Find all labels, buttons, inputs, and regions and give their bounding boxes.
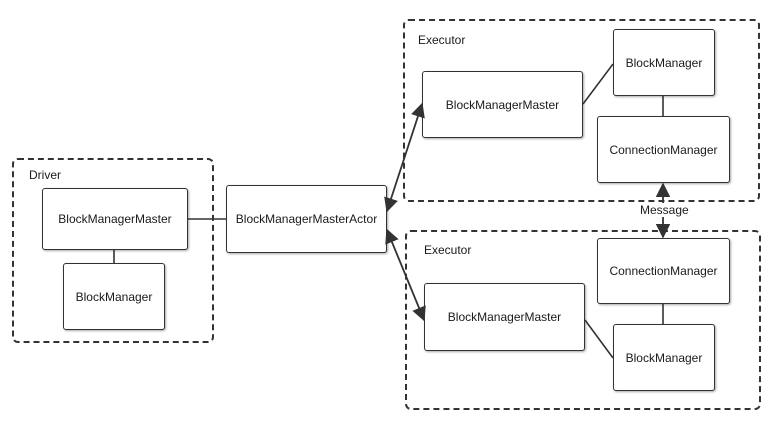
- actor-to-executor-top-arrow: [384, 102, 425, 213]
- executor-top-block-manager-node[interactable]: BlockManager: [613, 29, 715, 96]
- driver-label: Driver: [29, 168, 61, 182]
- block-manager-master-actor-node[interactable]: BlockManagerMasterActor: [226, 185, 387, 253]
- executor-bottom-connection-manager-node[interactable]: ConnectionManager: [597, 238, 730, 304]
- executor-bottom-block-manager-master-node[interactable]: BlockManagerMaster: [424, 283, 585, 351]
- executor-top-master-to-manager-line: [582, 63, 614, 105]
- driver-block-manager-node[interactable]: BlockManager: [63, 263, 165, 330]
- executor-top-connection-manager-node[interactable]: ConnectionManager: [597, 116, 730, 183]
- executor-bottom-block-manager-node[interactable]: BlockManager: [613, 324, 715, 391]
- executor-top-block-manager-master-node[interactable]: BlockManagerMaster: [422, 71, 583, 138]
- executor-top-label: Executor: [418, 33, 466, 47]
- driver-block-manager-master-node[interactable]: BlockManagerMaster: [42, 188, 188, 250]
- message-label: Message: [638, 203, 691, 217]
- executor-bottom-label: Executor: [424, 243, 472, 257]
- driver-group: [12, 158, 214, 343]
- executor-bottom-master-to-manager-line: [584, 319, 614, 359]
- actor-to-executor-bottom-arrow: [385, 228, 426, 322]
